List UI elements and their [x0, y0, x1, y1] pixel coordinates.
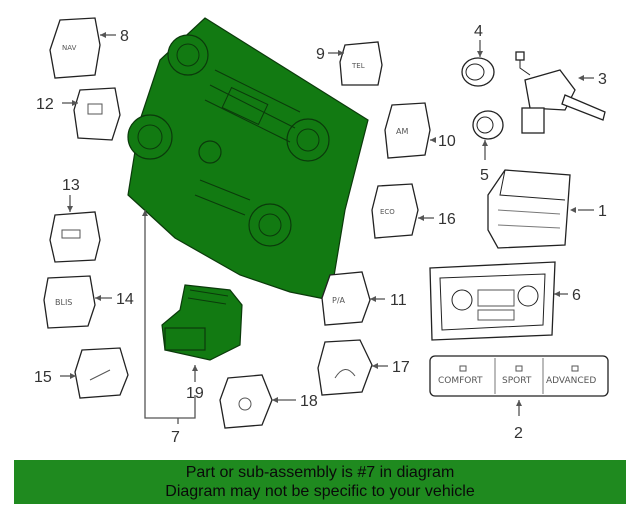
nav-button[interactable]: NAV [49, 17, 101, 79]
advanced-label[interactable]: ADVANCED [546, 376, 596, 386]
eco-button[interactable]: ECO [371, 183, 419, 239]
parts-diagram: 7 19 NAV 8 12 13 BLIS 14 15 TEL 9 A [34, 17, 609, 446]
am-button[interactable]: AM [384, 102, 431, 159]
callout-13: 13 [62, 177, 80, 194]
svg-text:P/A: P/A [332, 296, 346, 305]
camera-button[interactable] [73, 87, 121, 141]
control-panel-assembly[interactable] [127, 17, 369, 301]
notice-line-2: Diagram may not be specific to your vehi… [165, 483, 475, 500]
callout-2: 2 [514, 425, 523, 442]
callout-5: 5 [480, 167, 489, 184]
callout-1: 1 [598, 203, 607, 220]
callout-11: 11 [390, 292, 407, 309]
pa-button[interactable]: P/A [321, 271, 371, 326]
callout-18: 18 [300, 393, 318, 410]
hill-descent-button[interactable] [317, 339, 373, 396]
svg-text:TEL: TEL [351, 62, 365, 70]
climate-panel-6[interactable] [429, 261, 556, 341]
module-1[interactable] [487, 169, 571, 249]
callout-8: 8 [120, 28, 129, 45]
blis-button[interactable]: BLIS [43, 275, 96, 329]
callout-19: 19 [186, 385, 204, 402]
knob-4[interactable] [461, 57, 495, 87]
seat-heat-button[interactable] [219, 374, 273, 429]
seat-button[interactable] [49, 211, 101, 263]
callout-15: 15 [34, 369, 52, 386]
callout-4: 4 [474, 23, 483, 40]
svg-text:NAV: NAV [62, 44, 77, 52]
callout-3: 3 [598, 71, 607, 88]
callout-6: 6 [572, 287, 581, 304]
sensor-3[interactable] [515, 51, 606, 134]
switch-assembly-19[interactable] [161, 284, 243, 361]
parking-button[interactable] [74, 347, 129, 399]
leader-arrowheads [67, 32, 584, 406]
fitment-notice-banner: Part or sub-assembly is #7 in diagram Di… [14, 460, 626, 504]
sport-label[interactable]: SPORT [502, 376, 532, 386]
callout-10: 10 [438, 133, 456, 150]
callout-14: 14 [116, 291, 134, 308]
callout-12: 12 [36, 96, 54, 113]
comfort-label[interactable]: COMFORT [438, 376, 483, 386]
callout-16: 16 [438, 211, 456, 228]
svg-text:ECO: ECO [380, 208, 395, 216]
drive-mode-strip-2[interactable] [429, 355, 609, 397]
tel-button[interactable]: TEL [339, 41, 383, 86]
callout-9: 9 [316, 46, 325, 63]
knob-5[interactable] [472, 110, 504, 140]
callout-17: 17 [392, 359, 410, 376]
notice-line-1: Part or sub-assembly is #7 in diagram [185, 464, 455, 481]
svg-text:AM: AM [396, 127, 408, 136]
callout-7: 7 [171, 429, 180, 446]
svg-text:BLIS: BLIS [55, 298, 72, 307]
